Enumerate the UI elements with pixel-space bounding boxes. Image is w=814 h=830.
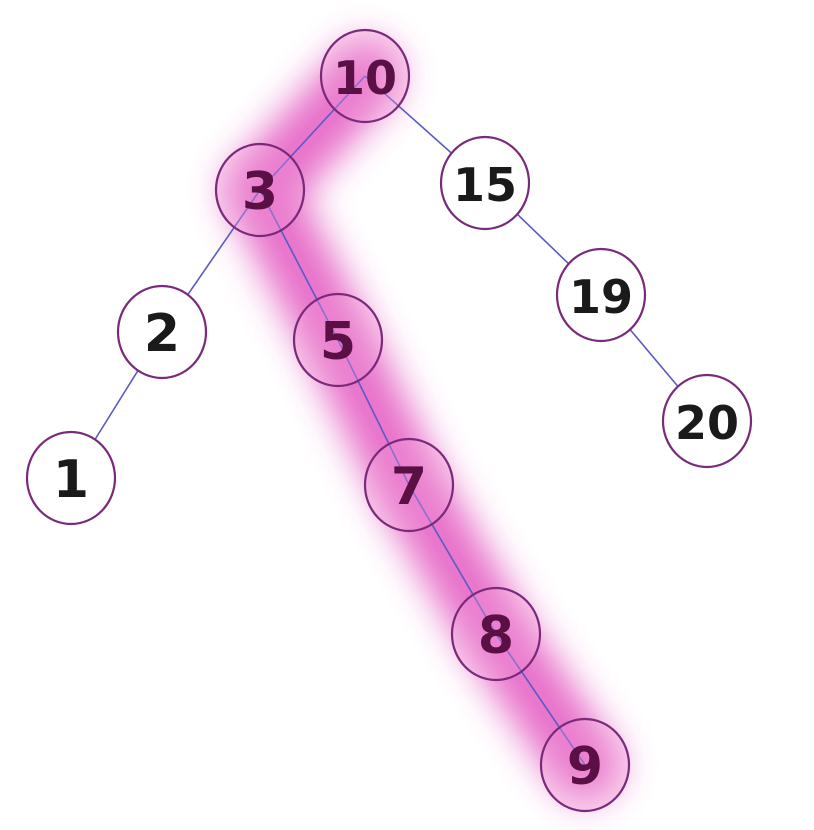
node-circle xyxy=(319,28,411,124)
node-circle xyxy=(661,373,753,469)
edge-3-5 xyxy=(259,189,339,341)
highlight-glow xyxy=(225,41,620,800)
highlighted-path-glow xyxy=(225,41,620,800)
node-circle xyxy=(25,430,117,526)
node-circle xyxy=(450,586,542,682)
node-circle xyxy=(555,247,647,343)
tree-node-1: 1 xyxy=(25,430,117,526)
edge-5-7 xyxy=(337,339,410,486)
edge-8-9 xyxy=(495,633,586,766)
node-label: 19 xyxy=(569,270,633,324)
node-circle xyxy=(363,437,455,533)
node-label: 15 xyxy=(453,158,517,212)
tree-node-9: 9 xyxy=(539,717,631,813)
node-label: 3 xyxy=(242,162,278,222)
node-label: 7 xyxy=(391,457,427,517)
tree-node-10: 10 xyxy=(319,28,411,124)
node-label: 9 xyxy=(567,737,603,797)
node-label: 5 xyxy=(320,312,356,372)
node-circle xyxy=(539,717,631,813)
node-label: 8 xyxy=(478,606,514,666)
tree-nodes: 10 3 15 2 5 19 1 7 20 8 9 xyxy=(25,28,753,813)
node-circle xyxy=(439,135,531,231)
edge-10-3 xyxy=(259,75,366,191)
tree-node-7: 7 xyxy=(363,437,455,533)
tree-node-15: 15 xyxy=(439,135,531,231)
node-circle xyxy=(292,292,384,388)
tree-node-19: 19 xyxy=(555,247,647,343)
node-label: 10 xyxy=(333,51,397,105)
node-label: 1 xyxy=(53,450,89,510)
tree-node-20: 20 xyxy=(661,373,753,469)
edge-7-8 xyxy=(408,484,497,635)
tree-node-8: 8 xyxy=(450,586,542,682)
tree-node-2: 2 xyxy=(116,284,208,380)
tree-node-5: 5 xyxy=(292,292,384,388)
node-label: 20 xyxy=(675,396,739,450)
node-label: 2 xyxy=(144,304,180,364)
tree-node-3: 3 xyxy=(214,142,306,238)
node-circle xyxy=(116,284,208,380)
node-circle xyxy=(214,142,306,238)
